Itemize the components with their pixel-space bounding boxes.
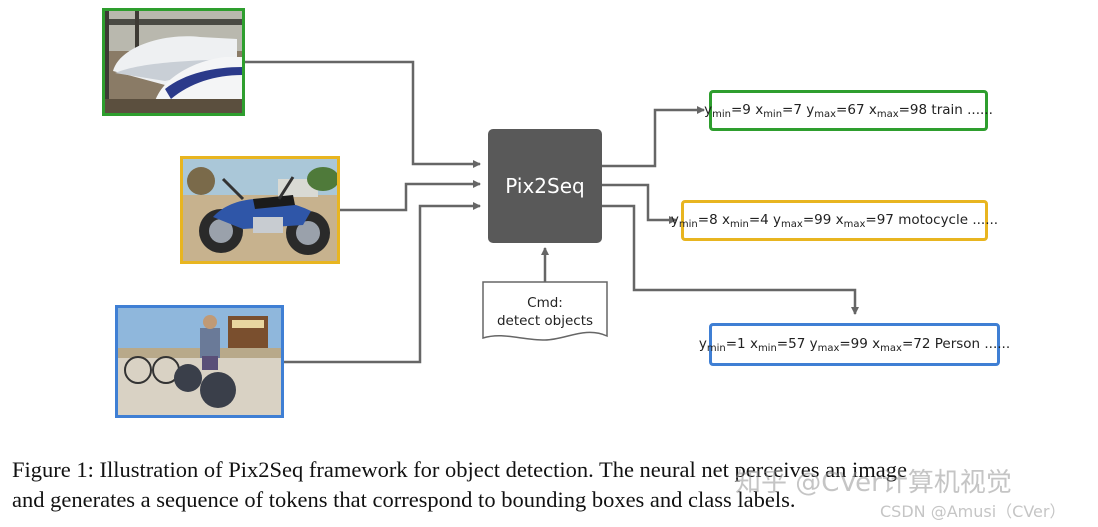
coordinate-token: ymax=67 <box>806 101 869 120</box>
coordinate-token: ymin=8 <box>670 211 722 230</box>
command-text: Cmd: detect objects <box>481 294 609 330</box>
input-image-person <box>115 305 284 418</box>
coordinate-token: xmin=7 <box>755 101 807 120</box>
train-photo-illustration <box>105 11 242 113</box>
coordinate-token: ymax=99 <box>773 211 836 230</box>
caption-line-1: Figure 1: Illustration of Pix2Seq framew… <box>12 457 907 482</box>
coordinate-token: xmin=4 <box>721 211 774 230</box>
output-box-person: ymin=1 xmin=57 ymax=99 xmax=72 Person ..… <box>699 323 1010 366</box>
class-label-token: train ...... <box>931 101 993 118</box>
coordinate-token: ymax=99 <box>809 335 873 354</box>
class-label-token: Person ...... <box>934 335 1011 352</box>
token-sequence: ymin=8 xmin=4 ymax=99 xmax=97 motocycle … <box>671 212 998 230</box>
arrow-model-to-moto-output <box>602 183 677 224</box>
arrow-train-image-to-model <box>244 60 481 168</box>
command-document-shape <box>482 281 608 341</box>
coordinate-token: ymin=1 <box>698 335 750 354</box>
figure-caption: Figure 1: Illustration of Pix2Seq framew… <box>12 455 1092 515</box>
arrow-person-image-to-model <box>283 202 481 364</box>
watermark-main: 知乎 @CVer计算机视觉 <box>735 468 1012 498</box>
arrow-model-to-train-output <box>602 106 705 168</box>
model-label: Pix2Seq <box>505 174 585 198</box>
coordinate-token: ymin=9 <box>704 101 756 120</box>
output-box-train: ymin=9 xmin=7 ymax=67 xmax=98 train ....… <box>704 90 993 131</box>
input-image-train <box>102 8 245 116</box>
arrow-moto-image-to-model <box>338 180 481 212</box>
arrow-model-to-person-output <box>602 204 859 315</box>
token-sequence: ymin=9 xmin=7 ymax=67 xmax=98 train ....… <box>704 102 993 120</box>
person-photo-illustration <box>118 308 281 415</box>
output-box-motorcycle: ymin=8 xmin=4 ymax=99 xmax=97 motocycle … <box>671 200 998 241</box>
command-line-1: Cmd: <box>527 295 563 311</box>
input-image-motorcycle <box>180 156 340 264</box>
coordinate-token: xmin=57 <box>749 335 810 354</box>
token-sequence: ymin=1 xmin=57 ymax=99 xmax=72 Person ..… <box>699 336 1010 354</box>
motorcycle-photo-illustration <box>183 159 337 261</box>
command-line-2: detect objects <box>496 313 594 329</box>
caption-line-2: and generates a sequence of tokens that … <box>12 487 796 512</box>
coordinate-token: xmax=97 <box>835 211 899 230</box>
watermark-sub: CSDN @Amusi（CVer） <box>880 502 1066 521</box>
coordinate-token: xmax=98 <box>868 101 932 120</box>
coordinate-token: xmax=72 <box>872 335 935 354</box>
class-label-token: motocycle ...... <box>898 211 999 228</box>
pix2seq-model-box: Pix2Seq <box>488 129 602 243</box>
